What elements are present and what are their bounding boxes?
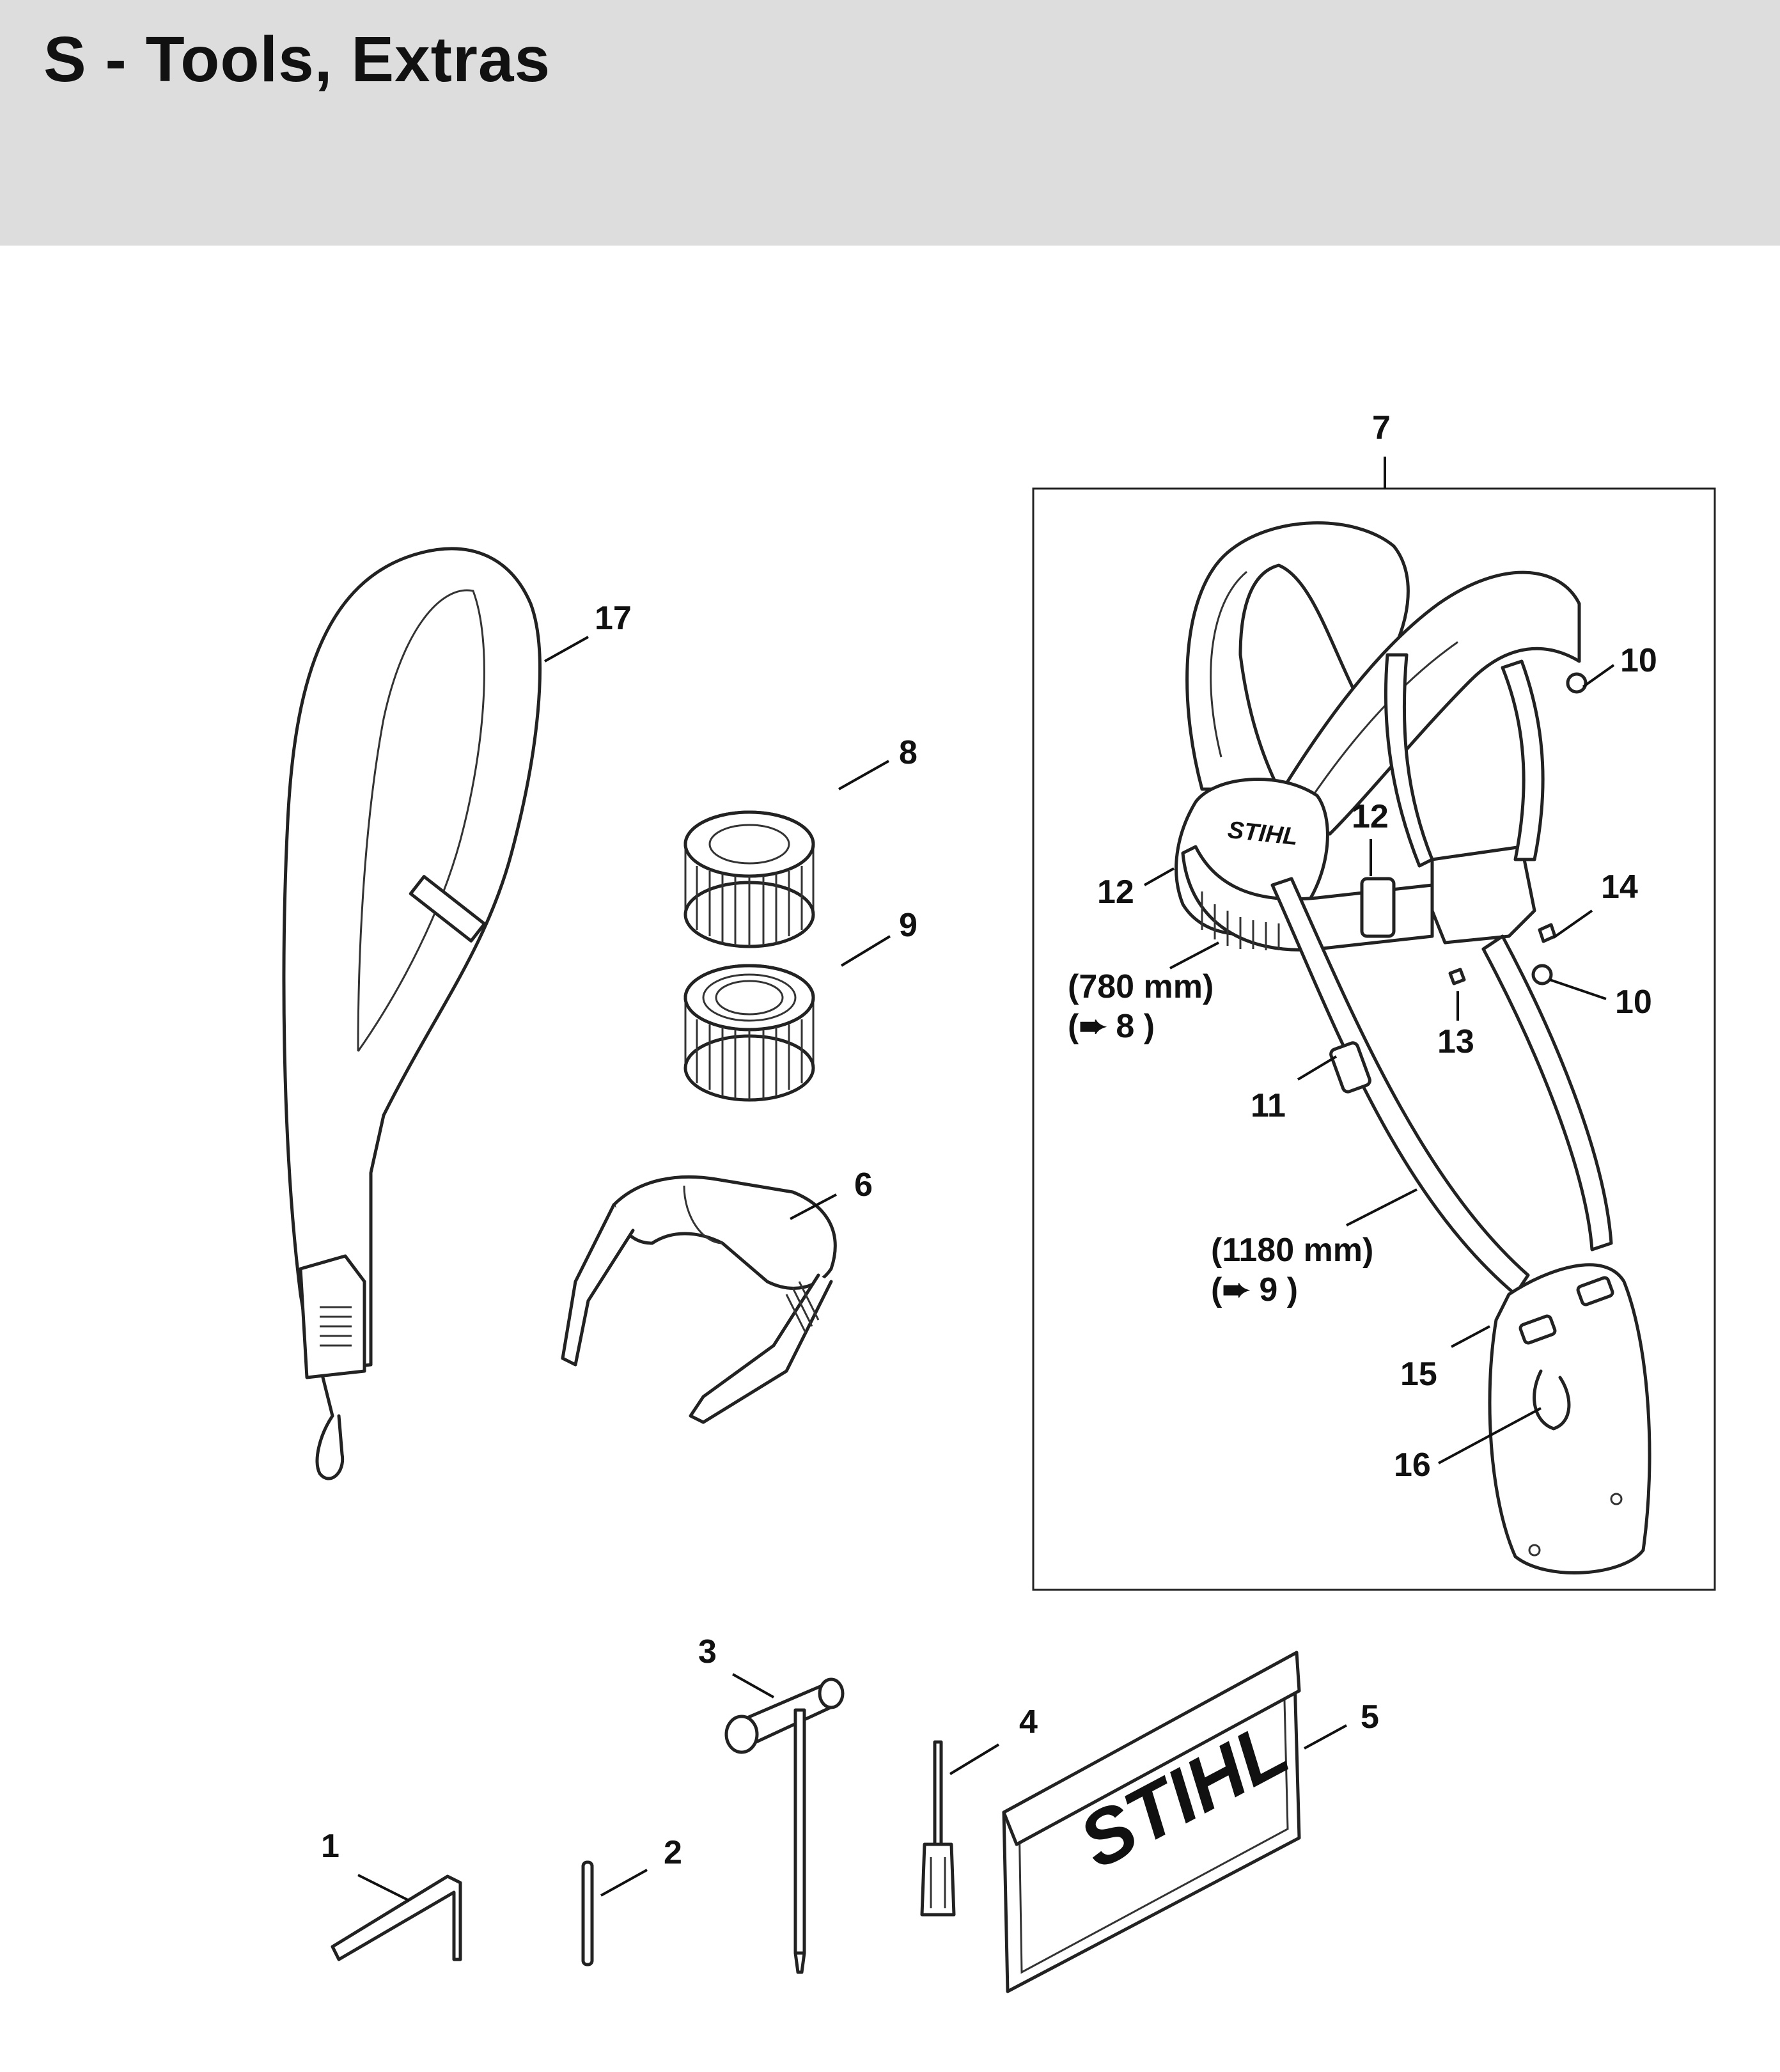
hex-key-part xyxy=(331,1874,462,1961)
callout-2: 2 xyxy=(664,1834,682,1871)
callout-12-left: 12 xyxy=(1097,874,1134,911)
short-strap-ref-note: (➨ 8 ) xyxy=(1068,1008,1155,1045)
callout-9: 9 xyxy=(899,907,917,944)
short-strap-length-note: (780 mm) xyxy=(1068,968,1214,1005)
tool-pouch-part xyxy=(1002,1651,1301,1993)
long-strap-length-note: (1180 mm) xyxy=(1211,1232,1373,1269)
callout-6: 6 xyxy=(854,1166,873,1204)
callout-10-upper: 10 xyxy=(1620,642,1657,679)
combination-wrench-part xyxy=(724,1677,845,1974)
parts-diagram: 7 17 8 xyxy=(282,409,1716,1993)
callout-7: 7 xyxy=(1372,409,1391,446)
page-title: S - Tools, Extras xyxy=(43,24,551,95)
callout-15: 15 xyxy=(1400,1356,1437,1393)
callout-16: 16 xyxy=(1394,1447,1431,1484)
callout-13: 13 xyxy=(1437,1023,1474,1060)
harness-group-frame xyxy=(1032,487,1716,1591)
callout-4: 4 xyxy=(1019,1704,1038,1741)
page-header: S - Tools, Extras xyxy=(0,0,1780,246)
callout-12-center: 12 xyxy=(1352,798,1389,835)
callout-1: 1 xyxy=(321,1828,340,1865)
pin-part xyxy=(581,1860,594,1966)
full-harness-part xyxy=(1175,521,1651,1574)
shoulder-strap-part xyxy=(282,547,542,1480)
callout-8: 8 xyxy=(899,734,917,771)
callout-3: 3 xyxy=(698,1633,717,1670)
short-strap-roll-part xyxy=(683,964,815,1102)
callout-17: 17 xyxy=(595,600,632,637)
callout-10-lower: 10 xyxy=(1615,984,1652,1021)
callout-11: 11 xyxy=(1251,1087,1286,1124)
callout-14: 14 xyxy=(1601,868,1638,906)
long-strap-roll-part xyxy=(683,810,815,948)
safety-glasses-part xyxy=(561,1175,837,1424)
screwdriver-part xyxy=(920,1740,956,1917)
long-strap-ref-note: (➨ 9 ) xyxy=(1211,1271,1298,1308)
callout-5: 5 xyxy=(1361,1699,1379,1736)
